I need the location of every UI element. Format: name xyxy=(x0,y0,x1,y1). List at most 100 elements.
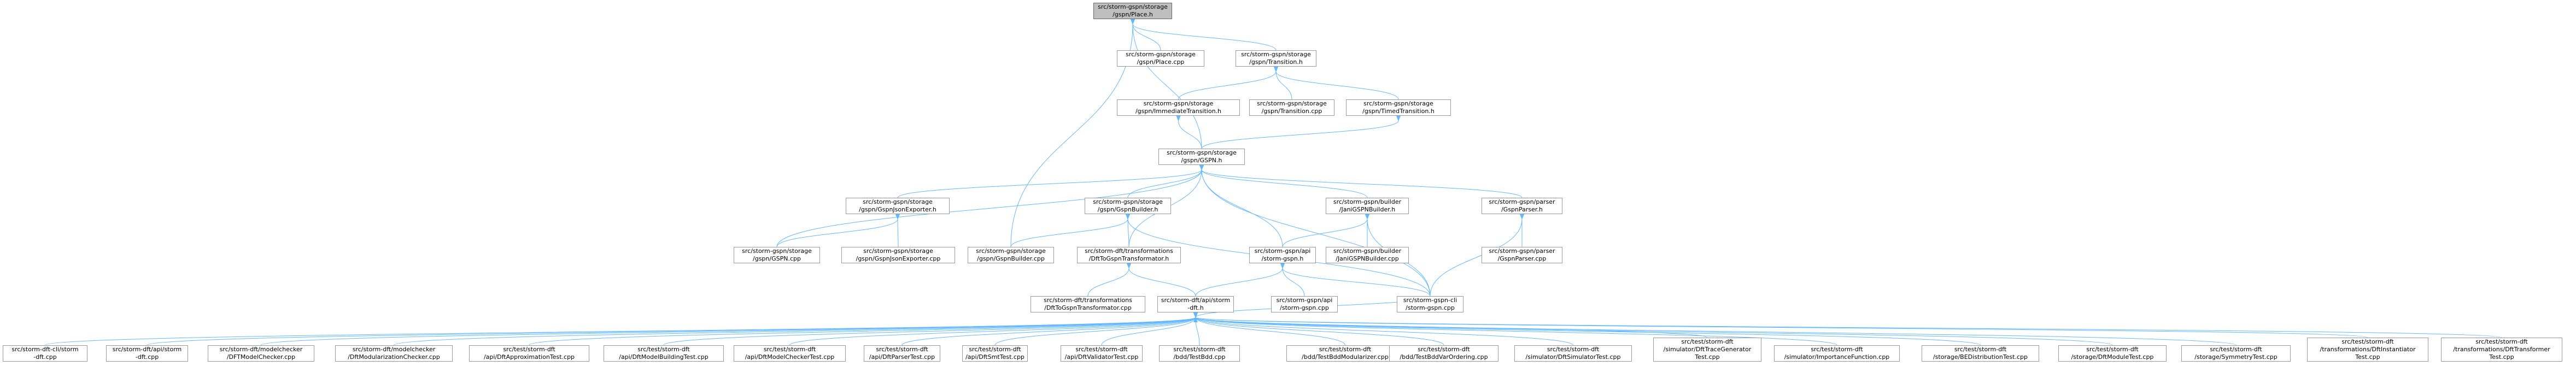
file-node-timed-trans-h[interactable]: src/storm-gspn/storage/gspn/TimedTransit… xyxy=(1346,99,1451,116)
file-node-b09[interactable]: src/test/storm-dft/api/DftSmtTest.cpp xyxy=(962,345,1028,362)
file-node-gspn-cli-cpp[interactable]: src/storm-gspn-cli/storm-gspn.cpp xyxy=(1397,296,1463,312)
node-label: src/storm-gspn/api/storm-gspn.cpp xyxy=(1277,297,1333,312)
file-node-dft-to-gspn-cpp[interactable]: src/storm-dft/transformations/DftToGspnT… xyxy=(1031,296,1145,312)
node-label-line: src/storm-gspn/storage xyxy=(1143,100,1214,107)
node-label-line: src/storm-dft/transformations xyxy=(1085,247,1173,255)
node-label: src/storm-dft/transformations/DftToGspnT… xyxy=(1085,247,1173,263)
file-node-gspn-builder-h[interactable]: src/storm-gspn/storage/gspn/GspnBuilder.… xyxy=(1085,198,1171,214)
dependency-edge xyxy=(1199,164,1431,297)
dependency-edge xyxy=(1199,164,1283,247)
node-label-line: /gspn/GSPN.cpp xyxy=(753,255,801,262)
dependency-edge xyxy=(1430,214,1525,297)
node-label-line: /gspn/Place.h xyxy=(1113,11,1153,18)
file-node-jani-builder-h[interactable]: src/storm-gspn/builder/JaniGSPNBuilder.h xyxy=(1326,198,1409,214)
file-node-dft-to-gspn-h[interactable]: src/storm-dft/transformations/DftToGspnT… xyxy=(1077,247,1181,263)
file-node-json-exporter-cpp[interactable]: src/storm-gspn/storage/gspn/GspnJsonExpo… xyxy=(841,247,955,263)
file-node-b16[interactable]: src/test/storm-dft/simulator/ImportanceF… xyxy=(1774,345,1900,362)
node-label-line: src/storm-dft/modelchecker xyxy=(219,346,303,353)
node-label: src/test/storm-dft/simulator/ImportanceF… xyxy=(1784,346,1890,361)
node-label: src/storm-gspn/builder/JaniGSPNBuilder.c… xyxy=(1333,247,1401,263)
file-node-dft-api-h[interactable]: src/storm-dft/api/storm-dft.h xyxy=(1157,296,1234,312)
file-node-jani-builder-cpp[interactable]: src/storm-gspn/builder/JaniGSPNBuilder.c… xyxy=(1326,247,1409,263)
dependency-edge xyxy=(1130,19,1161,51)
file-node-imm-trans-h[interactable]: src/storm-gspn/storage/gspn/ImmediateTra… xyxy=(1117,99,1240,116)
file-node-b01[interactable]: src/storm-dft-cli/storm-dft.cpp xyxy=(3,345,87,362)
node-label: src/storm-gspn-cli/storm-gspn.cpp xyxy=(1403,297,1457,312)
node-label-line: src/storm-gspn-cli xyxy=(1403,297,1457,304)
file-node-b04[interactable]: src/storm-dft/modelchecker/DftModulariza… xyxy=(335,345,453,362)
node-label-line: /DftToGspnTransformator.h xyxy=(1088,255,1169,262)
file-node-parser-h[interactable]: src/storm-gspn/parser/GspnParser.h xyxy=(1482,198,1562,214)
node-label-line: /gspn/Place.cpp xyxy=(1137,58,1185,66)
node-label: src/storm-dft/modelchecker/DFTModelCheck… xyxy=(220,346,303,361)
file-node-b03[interactable]: src/storm-dft/modelchecker/DFTModelCheck… xyxy=(208,345,314,362)
dependency-edge xyxy=(901,312,1198,346)
node-label-line: /api/DftModelCheckerTest.cpp xyxy=(745,353,835,361)
dependency-edge xyxy=(1280,263,1431,297)
dependency-edge xyxy=(261,312,1198,346)
file-node-b12[interactable]: src/test/storm-dft/bdd/TestBddModularize… xyxy=(1286,345,1404,362)
node-label-line: src/storm-dft-cli/storm xyxy=(11,346,79,353)
node-label: src/test/storm-dft/storage/BEDistributio… xyxy=(1933,346,2028,361)
node-label-line: src/storm-gspn/parser xyxy=(1489,198,1555,205)
file-node-json-exporter-h[interactable]: src/storm-gspn/storage/gspn/GspnJsonExpo… xyxy=(846,198,950,214)
node-label-line: src/test/storm-dft xyxy=(1547,346,1600,353)
node-label: src/storm-gspn/storage/gspn/GspnBuilder.… xyxy=(976,247,1046,263)
file-node-b14[interactable]: src/test/storm-dft/simulator/DftSimulato… xyxy=(1514,345,1632,362)
dependency-edge xyxy=(1280,263,1305,297)
file-node-b15[interactable]: src/test/storm-dft/simulator/DftTraceGen… xyxy=(1653,338,1761,362)
node-label-line: -dft.cpp xyxy=(135,353,159,361)
node-label: src/storm-gspn/api/storm-gspn.h xyxy=(1255,247,1311,263)
node-label-line: /api/DftValidatorTest.cpp xyxy=(1064,353,1139,361)
file-node-b07[interactable]: src/test/storm-dft/api/DftModelCheckerTe… xyxy=(734,345,846,362)
node-label-line: /DftModularizationChecker.cpp xyxy=(348,353,440,361)
node-label: src/storm-dft-cli/storm-dft.cpp xyxy=(11,346,78,361)
dependency-edge xyxy=(394,312,1198,346)
node-label-line: src/storm-gspn/builder xyxy=(1333,247,1402,255)
node-label-line: src/storm-gspn/storage xyxy=(863,247,933,255)
file-node-gspn-builder-cpp[interactable]: src/storm-gspn/storage/gspn/GspnBuilder.… xyxy=(968,247,1054,263)
node-label: src/storm-dft/api/storm-dft.h xyxy=(1161,297,1231,312)
file-node-parser-cpp[interactable]: src/storm-gspn/parser/GspnParser.cpp xyxy=(1482,247,1562,263)
node-label-line: src/storm-gspn/api xyxy=(1276,297,1333,304)
file-node-place-cpp[interactable]: src/storm-gspn/storage/gspn/Place.cpp xyxy=(1117,50,1204,67)
dependency-edge xyxy=(1193,312,1837,346)
file-node-b20[interactable]: src/test/storm-dft/transformations/DftIn… xyxy=(2307,338,2428,362)
file-node-b13[interactable]: src/test/storm-dft/bdd/TestBddVarOrderin… xyxy=(1389,345,1498,362)
node-label: src/storm-dft/api/storm-dft.cpp xyxy=(113,346,182,361)
node-label: src/test/storm-dft/api/DftModelBuildingT… xyxy=(619,346,708,361)
node-label-line: /storage/SymmetryTest.cpp xyxy=(2194,353,2278,361)
file-node-gspn-cpp[interactable]: src/storm-gspn/storage/gspn/GSPN.cpp xyxy=(734,247,820,263)
file-node-b19[interactable]: src/test/storm-dft/storage/SymmetryTest.… xyxy=(2181,345,2291,362)
dependency-edge xyxy=(1087,263,1132,297)
file-node-api-gspn-cpp[interactable]: src/storm-gspn/api/storm-gspn.cpp xyxy=(1271,296,1338,312)
node-label-line: src/test/storm-dft xyxy=(969,346,1021,353)
node-label-line: /gspn/GspnBuilder.h xyxy=(1097,206,1158,213)
file-node-b05[interactable]: src/test/storm-dft/api/DftApproximationT… xyxy=(469,345,589,362)
file-node-b02[interactable]: src/storm-dft/api/storm-dft.cpp xyxy=(106,345,188,362)
node-label: src/storm-gspn/parser/GspnParser.h xyxy=(1489,198,1555,214)
file-node-b21[interactable]: src/test/storm-dft/transformations/DftTr… xyxy=(2441,338,2562,362)
node-label-line: src/storm-gspn/builder xyxy=(1333,198,1402,205)
file-node-api-gspn-h[interactable]: src/storm-gspn/api/storm-gspn.h xyxy=(1249,247,1316,263)
file-node-b11[interactable]: src/test/storm-dft/bdd/TestBdd.cpp xyxy=(1159,345,1240,362)
file-node-b06[interactable]: src/test/storm-dft/api/DftModelBuildingT… xyxy=(604,345,724,362)
dependency-edge xyxy=(1193,312,1981,346)
dependency-edge xyxy=(1192,312,2502,338)
node-label-line: src/test/storm-dft xyxy=(763,346,816,353)
node-label-line: /api/DftParserTest.cpp xyxy=(869,353,935,361)
file-node-trans-cpp[interactable]: src/storm-gspn/storage/gspn/Transition.c… xyxy=(1249,99,1334,116)
file-node-b08[interactable]: src/test/storm-dft/api/DftParserTest.cpp xyxy=(864,345,940,362)
dependency-edge xyxy=(1130,19,1202,149)
file-node-transition-h[interactable]: src/storm-gspn/storage/gspn/Transition.h xyxy=(1236,50,1316,67)
node-label-line: /bdd/TestBddVarOrdering.cpp xyxy=(1400,353,1488,361)
file-node-gspn-h[interactable]: src/storm-gspn/storage/gspn/GSPN.h xyxy=(1158,149,1245,165)
dependency-edge xyxy=(1193,312,2113,346)
file-node-b10[interactable]: src/test/storm-dft/api/DftValidatorTest.… xyxy=(1061,345,1143,362)
node-label-line: src/test/storm-dft xyxy=(503,346,555,353)
node-label: src/storm-gspn/storage/gspn/GspnJsonExpo… xyxy=(856,247,941,263)
dependency-edge xyxy=(1126,263,1196,297)
file-node-b18[interactable]: src/test/storm-dft/storage/DftModuleTest… xyxy=(2058,345,2167,362)
file-node-b17[interactable]: src/test/storm-dft/storage/BEDistributio… xyxy=(1922,345,2039,362)
dependency-edge xyxy=(529,312,1198,346)
